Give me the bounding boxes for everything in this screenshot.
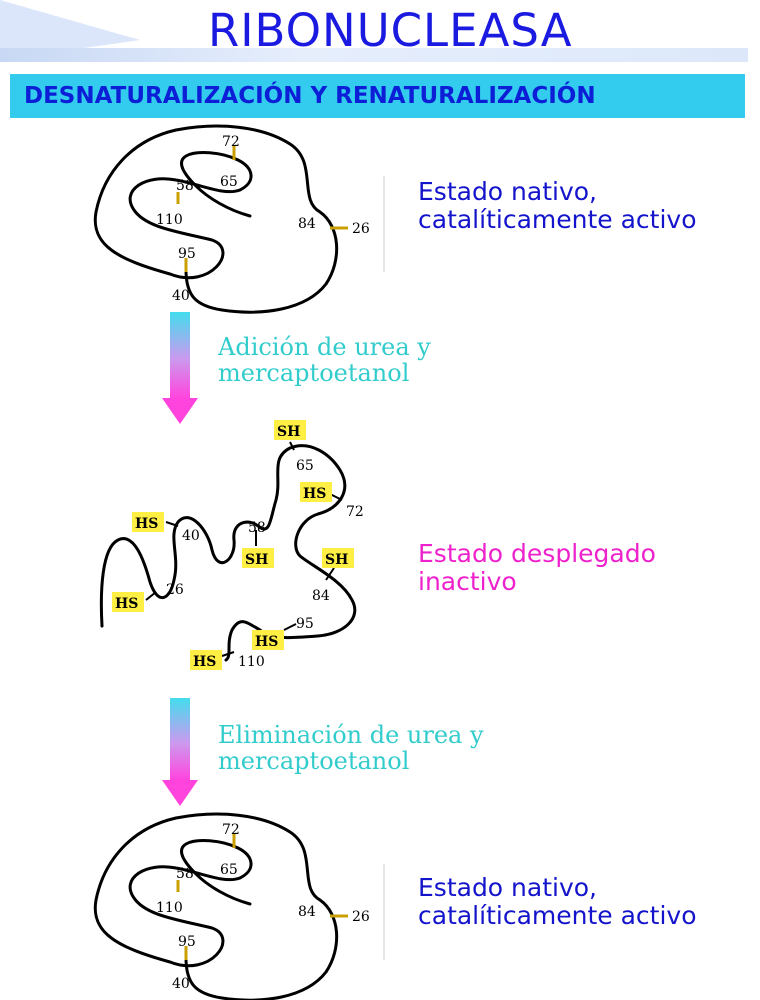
residue-label: 58 <box>176 178 194 194</box>
residue-label: 110 <box>156 212 183 228</box>
subtitle-bar: DESNATURALIZACIÓN Y RENATURALIZACIÓN <box>10 74 745 118</box>
residue-label: 40 <box>172 288 190 304</box>
residue-label: 58 <box>248 520 266 536</box>
residue-label: 40 <box>182 528 200 544</box>
native-chain-bottom <box>93 812 339 1000</box>
native-chain-top <box>93 124 339 314</box>
sh-box <box>274 420 306 440</box>
residue-label: 72 <box>222 134 240 150</box>
step-removal: Eliminación de urea y mercaptoetanol <box>218 722 484 774</box>
sh-box <box>242 548 274 568</box>
hs-group-40: HS <box>132 512 164 532</box>
residue-label: 72 <box>222 822 240 838</box>
residue-label: 95 <box>178 246 196 262</box>
step-addition: Adición de urea y mercaptoetanol <box>218 334 431 386</box>
arrow-down-2 <box>162 698 198 806</box>
state-unfolded-line2: inactivo <box>418 567 517 596</box>
residue-label: 110 <box>238 654 265 670</box>
step-removal-line1: Eliminación de urea y <box>218 721 484 749</box>
unfolded-chain <box>99 444 357 662</box>
side-chain <box>283 623 297 631</box>
hs-group-95: HS <box>252 630 284 650</box>
state-unfolded: Estado desplegado inactivo <box>418 540 656 596</box>
hs-box <box>252 630 284 650</box>
page-title: RIBONUCLEASA <box>208 4 573 57</box>
residue-label: 26 <box>166 582 184 598</box>
step-addition-line2: mercaptoetanol <box>218 359 410 387</box>
hs-group-72: HS <box>300 482 332 502</box>
side-chain <box>165 521 179 527</box>
residue-label: 26 <box>352 909 370 925</box>
residue-label: 65 <box>296 458 314 474</box>
arrow-head <box>162 398 198 424</box>
state-native-bottom: Estado nativo, catalíticamente activo <box>418 874 697 930</box>
state-native-top: Estado nativo, catalíticamente activo <box>418 178 697 234</box>
residue-label: 95 <box>296 616 314 632</box>
side-chain <box>145 591 157 601</box>
hs-group-26: HS <box>112 592 144 612</box>
hs-box <box>190 650 222 670</box>
sh-group-58: SH <box>242 548 274 568</box>
unfolded-structure: SH HS HS SH SH HS HS HS 65 <box>99 420 364 670</box>
state-native-top-line2: catalíticamente activo <box>418 205 697 234</box>
hs-label: HS <box>255 634 278 650</box>
state-native-bottom-line2: catalíticamente activo <box>418 901 697 930</box>
sh-box <box>322 548 354 568</box>
hs-label: HS <box>193 654 216 670</box>
residue-label: 84 <box>298 904 316 920</box>
arrow-shaft <box>170 312 190 398</box>
hs-label: HS <box>135 516 158 532</box>
sh-label: SH <box>325 552 348 568</box>
native-structure-top: 72 65 58 110 84 26 95 40 <box>93 124 385 314</box>
hs-group-110: HS <box>190 650 222 670</box>
residue-label: 40 <box>172 976 190 992</box>
sh-label: SH <box>277 424 300 440</box>
residue-label: 84 <box>298 216 316 232</box>
step-addition-line1: Adición de urea y <box>218 333 431 361</box>
state-native-bottom-line1: Estado nativo, <box>418 873 598 902</box>
hs-label: HS <box>115 596 138 612</box>
hs-box <box>132 512 164 532</box>
residue-label: 58 <box>176 866 194 882</box>
residue-label: 72 <box>346 504 364 520</box>
residue-label: 65 <box>220 862 238 878</box>
residue-label: 95 <box>178 934 196 950</box>
residue-label: 110 <box>156 900 183 916</box>
residue-label: 84 <box>312 588 330 604</box>
side-chain <box>289 441 295 451</box>
sh-group-84: SH <box>322 548 354 568</box>
state-native-top-line1: Estado nativo, <box>418 177 598 206</box>
sh-label: SH <box>245 552 268 568</box>
native-structure-bottom: 72 65 58 110 84 26 95 40 <box>93 812 385 1000</box>
hs-label: HS <box>303 486 326 502</box>
hs-box <box>112 592 144 612</box>
hs-box <box>300 482 332 502</box>
side-chain <box>221 651 235 657</box>
sh-group-65: SH <box>274 420 306 440</box>
arrow-shaft <box>170 698 190 780</box>
arrow-head <box>162 780 198 806</box>
residue-label: 65 <box>220 174 238 190</box>
side-chain <box>325 567 335 581</box>
residue-label: 26 <box>352 221 370 237</box>
banner-line <box>0 48 748 62</box>
arrow-down-1 <box>162 312 198 424</box>
state-unfolded-line1: Estado desplegado <box>418 539 656 568</box>
step-removal-line2: mercaptoetanol <box>218 747 410 775</box>
